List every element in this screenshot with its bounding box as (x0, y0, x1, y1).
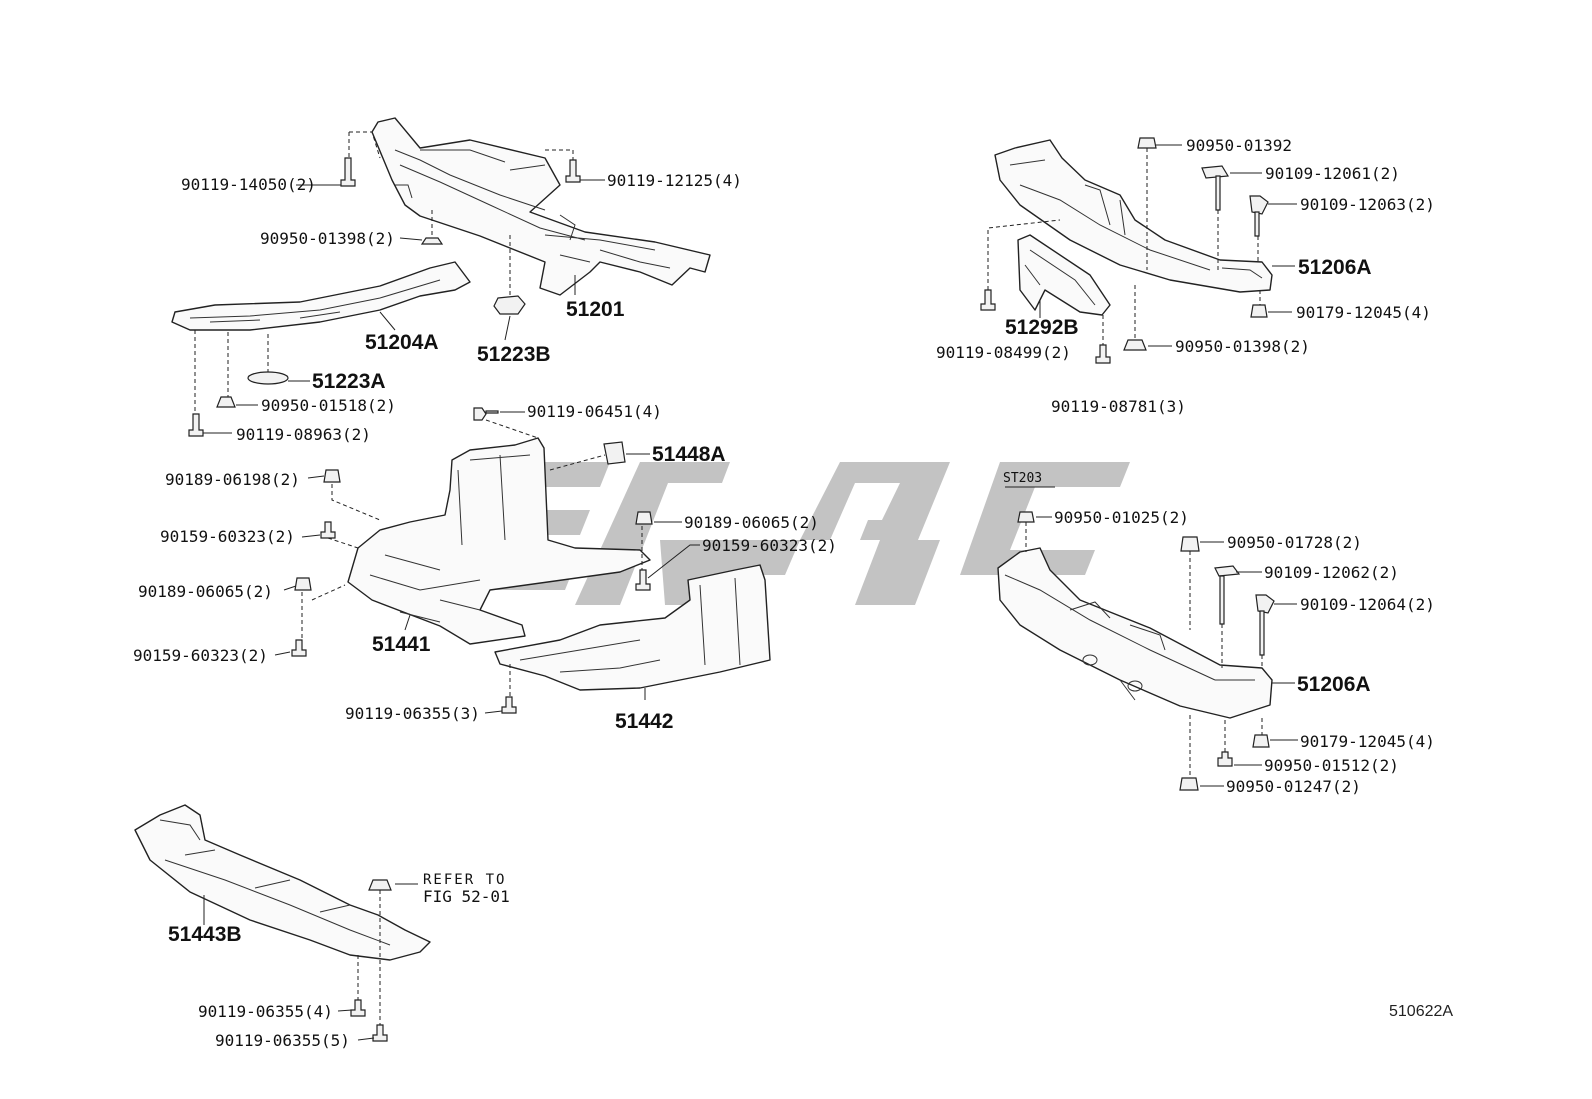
label-90950-01398-b: 90950-01398(2) (1175, 337, 1310, 356)
label-90119-08963: 90119-08963(2) (236, 425, 371, 444)
label-51204A: 51204A (365, 331, 439, 354)
label-90109-12061: 90109-12061(2) (1265, 164, 1400, 183)
label-90119-06355-a: 90119-06355(3) (345, 704, 480, 723)
label-fig-52-01: FIG 52-01 (423, 887, 510, 906)
top-right-lines (987, 144, 1297, 347)
bracket-51292B (1017, 234, 1111, 316)
label-51206A-top: 51206A (1298, 256, 1372, 279)
label-90179-12045-b: 90179-12045(4) (1300, 732, 1435, 751)
top-left-lines (194, 131, 605, 434)
label-51206A-bottom: 51206A (1297, 673, 1371, 696)
under-cover-51443B (134, 804, 431, 961)
figure-code: 510622A (1389, 1003, 1453, 1020)
crossmember-51206A-bottom (997, 547, 1273, 719)
label-51443B: 51443B (168, 923, 242, 946)
label-90119-12125: 90119-12125(4) (607, 171, 742, 190)
label-90119-06355-b: 90119-06355(4) (198, 1002, 333, 1021)
plug-51223A (247, 371, 289, 385)
label-90119-08781: 90119-08781(3) (1051, 397, 1186, 416)
label-51201: 51201 (566, 298, 625, 321)
bottom-right-lines (1005, 486, 1298, 787)
label-90189-06065-b: 90189-06065(2) (684, 513, 819, 532)
fasteners-bottom-left (350, 879, 392, 1042)
under-cover-51441 (347, 437, 651, 645)
label-90950-01025: 90950-01025(2) (1054, 508, 1189, 527)
label-90159-60323-a: 90159-60323(2) (160, 527, 295, 546)
label-51292B: 51292B (1005, 316, 1079, 339)
label-90950-01247: 90950-01247(2) (1226, 777, 1361, 796)
label-90109-12062: 90109-12062(2) (1264, 563, 1399, 582)
label-90109-12063: 90109-12063(2) (1300, 195, 1435, 214)
label-51223B: 51223B (477, 343, 551, 366)
label-90189-06198: 90189-06198(2) (165, 470, 300, 489)
label-90119-08499: 90119-08499(2) (936, 343, 1071, 362)
label-51223A: 51223A (312, 370, 386, 393)
label-90950-01398-a: 90950-01398(2) (260, 229, 395, 248)
label-90119-06355-c: 90119-06355(5) (215, 1031, 350, 1050)
label-refer-to: REFER TO (423, 872, 506, 888)
label-90950-01728: 90950-01728(2) (1227, 533, 1362, 552)
part-labels: 90119-14050(2) 90950-01398(2) 90119-1212… (133, 136, 1453, 1050)
label-90159-60323-b: 90159-60323(2) (702, 536, 837, 555)
underbody-rail-51204A (171, 261, 471, 331)
label-90159-60323-c: 90159-60323(2) (133, 646, 268, 665)
plate-51448A (603, 441, 626, 465)
label-51441: 51441 (372, 633, 431, 656)
label-90119-06451: 90119-06451(4) (527, 402, 662, 421)
label-51448A: 51448A (652, 443, 726, 466)
plug-51223B (493, 295, 526, 315)
under-cover-51442 (494, 564, 771, 691)
label-90950-01392: 90950-01392 (1186, 136, 1292, 155)
crossmember-51201 (371, 117, 711, 296)
crossmember-51206A-top (994, 139, 1273, 293)
label-90179-12045-a: 90179-12045(4) (1296, 303, 1431, 322)
label-st203: ST203 (1003, 471, 1042, 486)
label-90950-01518: 90950-01518(2) (261, 396, 396, 415)
fasteners-top-right (980, 137, 1269, 364)
bottom-left-lines (203, 883, 418, 1041)
label-90119-14050: 90119-14050(2) (181, 175, 316, 194)
fasteners-middle-left (291, 407, 653, 714)
label-90950-01512: 90950-01512(2) (1264, 756, 1399, 775)
label-90189-06065-a: 90189-06065(2) (138, 582, 273, 601)
fasteners-bottom-right (1017, 511, 1275, 791)
label-90109-12064: 90109-12064(2) (1300, 595, 1435, 614)
label-51442: 51442 (615, 710, 673, 733)
middle-left-lines (274, 411, 700, 714)
